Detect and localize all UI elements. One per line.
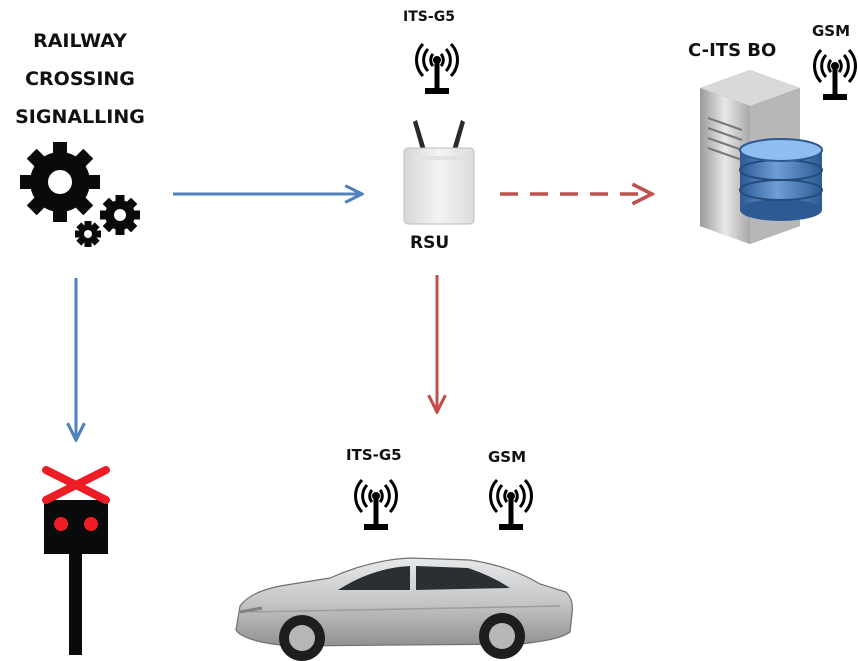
railway-signal-icon: [42, 466, 110, 655]
its-g5-car-label: ITS-G5: [346, 446, 402, 464]
gears-icon: [20, 142, 140, 247]
railway-crossing-signalling-label: RAILWAY CROSSING SIGNALLING: [0, 22, 160, 136]
antenna-icon: [813, 48, 857, 102]
antenna-icon: [415, 42, 459, 96]
antenna-icon: [489, 478, 533, 532]
rsu-label: RSU: [410, 233, 450, 253]
antenna-icon: [354, 478, 398, 532]
its-g5-rsu-label: ITS-G5: [403, 9, 455, 25]
server-database-icon: [700, 70, 823, 244]
railway-label-line-2: CROSSING: [25, 68, 135, 90]
car-icon: [235, 557, 573, 661]
gsm-car-label: GSM: [488, 448, 527, 466]
cits-bo-label: C-ITS BO: [688, 40, 777, 61]
gsm-server-label: GSM: [812, 22, 851, 40]
railway-label-line-3: SIGNALLING: [15, 106, 145, 128]
rsu-device-icon: [403, 120, 475, 225]
railway-label-line-1: RAILWAY: [33, 30, 127, 52]
